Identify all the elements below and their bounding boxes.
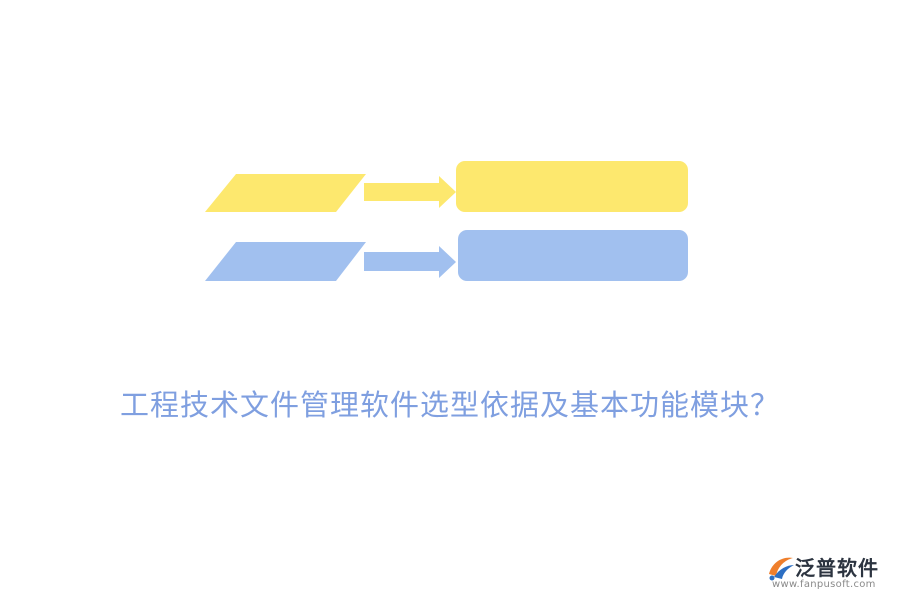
page-title: 工程技术文件管理软件选型依据及基本功能模块？ — [119, 388, 780, 422]
blue-box — [458, 230, 688, 281]
yellow-parallelogram — [205, 174, 366, 212]
blue-arrow — [364, 246, 456, 278]
fanpu-logo-icon — [769, 557, 794, 581]
yellow-box — [456, 161, 688, 212]
yellow-arrow — [364, 176, 456, 208]
logo-url: www.fanpusoft.com — [772, 579, 876, 590]
fanpu-logo[interactable]: 泛普软件 www.fanpusoft.com — [766, 552, 892, 592]
logo-name: 泛普软件 — [795, 556, 879, 580]
blue-parallelogram — [205, 242, 366, 281]
